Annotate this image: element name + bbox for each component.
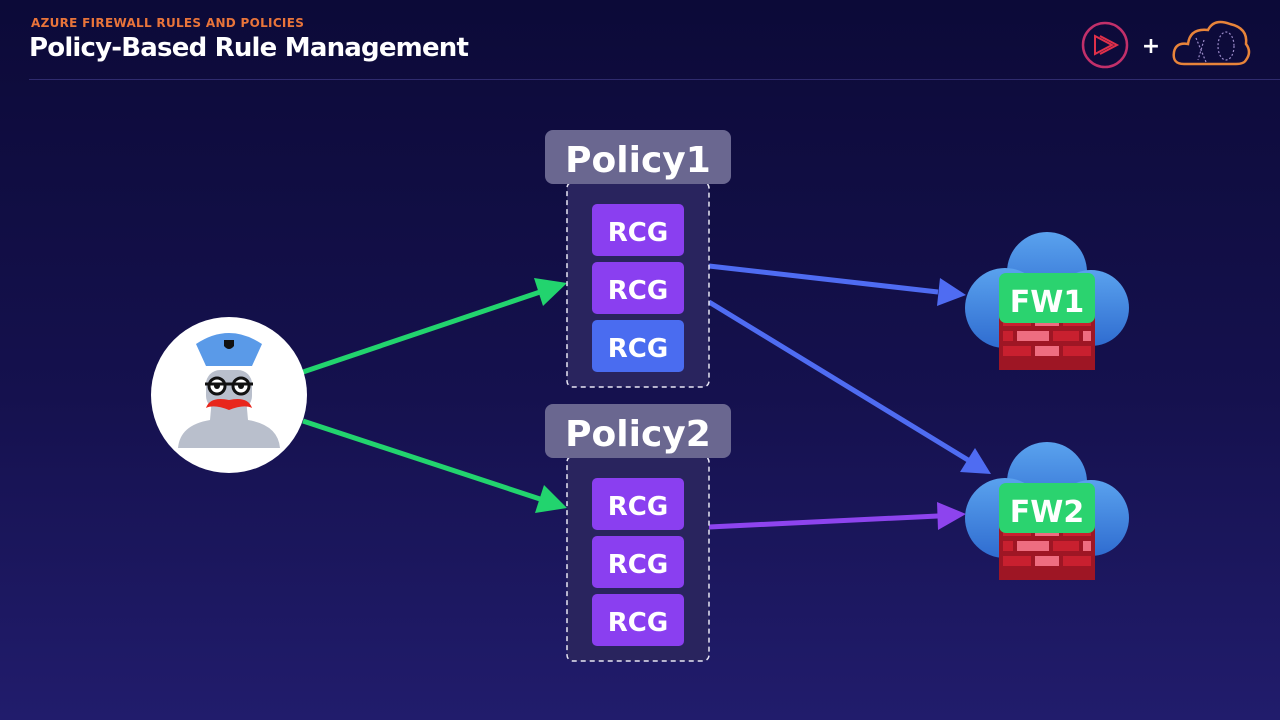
policy1-label: Policy1: [565, 140, 711, 181]
rcg-box[interactable]: [592, 536, 684, 588]
fw1-label: FW1: [1010, 285, 1084, 320]
fw2-label: FW2: [1010, 495, 1084, 530]
arrow-policy2-to-fw2: [708, 502, 966, 530]
rcg-label: RCG: [608, 218, 668, 248]
rcg-box[interactable]: [592, 478, 684, 530]
rcg-box[interactable]: [592, 204, 684, 256]
fw1-cloud-firewall-icon[interactable]: FW1: [965, 232, 1129, 370]
plus-sign: +: [1142, 34, 1160, 59]
section-kicker: AZURE FIREWALL RULES AND POLICIES: [31, 16, 305, 30]
fw2-cloud-firewall-icon[interactable]: FW2: [965, 442, 1129, 580]
rcg-label: RCG: [608, 276, 668, 306]
header-divider: [29, 79, 1280, 80]
arrow-actor-to-policy1: [302, 278, 567, 375]
cloud-logo-icon: [1172, 20, 1251, 66]
rcg-label: RCG: [608, 608, 668, 638]
rcg-label: RCG: [608, 492, 668, 522]
arrow-actor-to-policy2: [302, 418, 567, 513]
policy1-group[interactable]: Policy1 RCG RCG RCG: [545, 130, 731, 388]
play-logo-icon: [1081, 21, 1129, 69]
police-officer-avatar-icon: [151, 317, 307, 473]
policy2-group[interactable]: Policy2 RCG RCG RCG: [545, 404, 731, 662]
arrow-policy1-to-fw1: [708, 263, 966, 306]
arrow-policy1-to-fw2: [707, 299, 991, 474]
rcg-box[interactable]: [592, 262, 684, 314]
rcg-label: RCG: [608, 334, 668, 364]
page-title: Policy-Based Rule Management: [29, 33, 469, 63]
rcg-box[interactable]: [592, 320, 684, 372]
rcg-label: RCG: [608, 550, 668, 580]
policy2-label: Policy2: [565, 414, 711, 455]
rcg-box[interactable]: [592, 594, 684, 646]
